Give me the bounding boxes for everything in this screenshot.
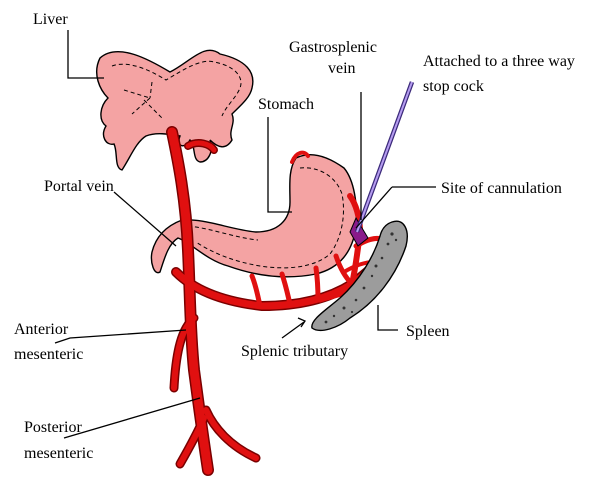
spleen-label: Spleen	[406, 323, 450, 340]
stop-cock-label-line1: Attached to a three way	[423, 53, 575, 70]
portal-vein-label: Portal vein	[44, 178, 114, 195]
stop-cock-label-line2: stop cock	[423, 78, 484, 95]
splenic-tributary-label: Splenic tributary	[241, 343, 348, 360]
site-of-cannulation-label: Site of cannulation	[441, 180, 562, 197]
stomach-label: Stomach	[258, 96, 314, 113]
cannula-tube	[357, 82, 412, 232]
posterior-mesenteric-label-line1: Posterior	[24, 419, 82, 436]
gastrosplenic-vein-label-line2: vein	[328, 60, 356, 77]
anterior-mesenteric-label-line1: Anterior	[14, 321, 69, 338]
liver-label: Liver	[33, 11, 68, 28]
gastrosplenic-vein-label-line1: Gastrosplenic	[289, 39, 377, 56]
anterior-mesenteric-label-line2: mesenteric	[14, 346, 83, 363]
posterior-mesenteric-label-line2: mesenteric	[24, 445, 93, 462]
